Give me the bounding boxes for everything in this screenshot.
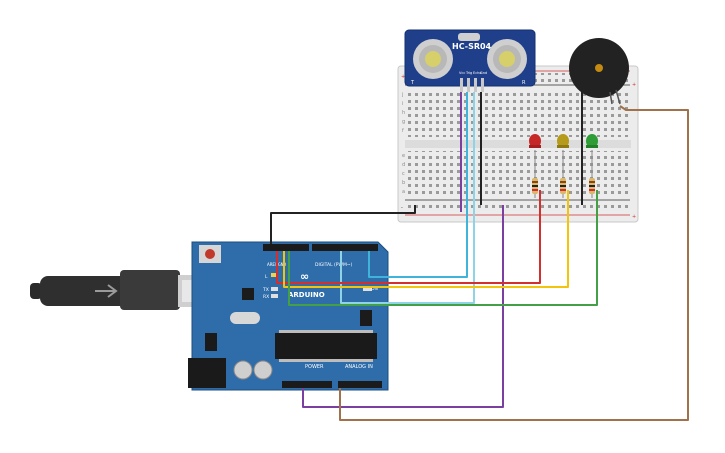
svg-text:j: j <box>401 92 403 98</box>
usb-chip <box>242 288 254 300</box>
usb-icon <box>95 284 118 298</box>
resistor-1[interactable] <box>532 150 538 198</box>
led-green[interactable] <box>586 134 598 148</box>
svg-text:d: d <box>402 162 405 168</box>
label-rx: RX <box>263 294 269 300</box>
capacitor-2 <box>253 360 273 380</box>
header-analog <box>338 381 382 388</box>
rail-sign-plus-top-right: + <box>632 82 636 88</box>
piezo-buzzer[interactable] <box>569 38 629 105</box>
resistor-3[interactable] <box>589 150 595 198</box>
arduino-board[interactable]: AREF GND ∞ ARDUINO DIGITAL (PWM~) L TX R… <box>188 241 389 391</box>
svg-text:g: g <box>402 119 405 125</box>
sensor-mark-r: R <box>522 80 526 86</box>
power-jack[interactable] <box>188 358 226 388</box>
label-on: ON <box>371 286 378 292</box>
arduino-infinity-logo: ∞ <box>300 270 309 283</box>
icsp-header <box>360 310 372 326</box>
rail-sign-plus-bottom-right: + <box>632 214 636 220</box>
sensor-pins[interactable] <box>460 78 484 92</box>
led-yellow[interactable] <box>557 134 569 148</box>
hc-sr04-sensor[interactable]: HC-SR04 T R Vcc Trig Echo Gnd <box>404 29 536 92</box>
wire-buzzer <box>339 105 689 421</box>
wire-green-led <box>288 190 598 306</box>
rail-sign-minus-bottom: - <box>401 205 403 211</box>
label-analog: ANALOG IN <box>345 364 373 370</box>
reset-button-cap[interactable] <box>205 249 215 259</box>
svg-text:e: e <box>402 153 405 159</box>
sensor-pin-labels: Vcc Trig Echo Gnd <box>459 71 487 75</box>
chip-pins <box>279 330 373 362</box>
svg-text:f: f <box>402 128 404 134</box>
led-on <box>363 287 372 291</box>
wire-yellow-led <box>283 190 569 288</box>
svg-text:a: a <box>402 189 405 195</box>
label-tx: TX <box>262 287 269 293</box>
svg-text:i: i <box>402 101 403 107</box>
svg-text:Trig: Trig <box>465 71 472 75</box>
wire-echo <box>340 92 475 304</box>
wires[interactable] <box>270 90 689 421</box>
usb-cable[interactable] <box>30 270 208 310</box>
header-top-left <box>263 244 309 251</box>
sensor-mark-t: T <box>410 80 415 86</box>
svg-text:Echo: Echo <box>473 71 482 75</box>
svg-text:h: h <box>402 110 405 116</box>
svg-text:b: b <box>402 180 405 186</box>
wire-red-led <box>276 190 541 284</box>
rail-sign-plus-top: + <box>401 74 405 80</box>
header-power <box>282 381 332 388</box>
label-l: L <box>265 274 268 280</box>
svg-text:Gnd: Gnd <box>480 71 487 75</box>
led-tx <box>271 287 278 291</box>
terminal-strip-top[interactable] <box>408 91 630 137</box>
sensor-label: HC-SR04 <box>452 42 492 51</box>
wire-gnd <box>270 205 416 244</box>
label-aref: AREF <box>267 262 278 268</box>
wire-trig <box>368 92 468 278</box>
capacitor-1 <box>233 360 253 380</box>
svg-text:Vcc: Vcc <box>459 71 465 75</box>
crystal <box>230 312 260 324</box>
label-digital: DIGITAL (PWM~) <box>315 262 353 268</box>
row-letters: j i h g f e d c b a <box>401 92 405 195</box>
led-rx <box>271 294 278 298</box>
bottom-power-rail[interactable] <box>408 202 630 212</box>
atmega-chip <box>275 333 377 359</box>
svg-text:c: c <box>402 171 405 177</box>
label-power: POWER <box>305 364 324 370</box>
header-digital <box>312 244 378 251</box>
label-gnd: GND <box>278 262 286 268</box>
arduino-brand: ARDUINO <box>288 291 325 299</box>
resistor-2[interactable] <box>560 150 566 198</box>
center-channel <box>405 140 631 148</box>
led-red[interactable] <box>529 134 541 148</box>
led-l <box>271 273 278 277</box>
sensor-oscillator <box>458 33 480 41</box>
voltage-regulator <box>205 333 217 351</box>
